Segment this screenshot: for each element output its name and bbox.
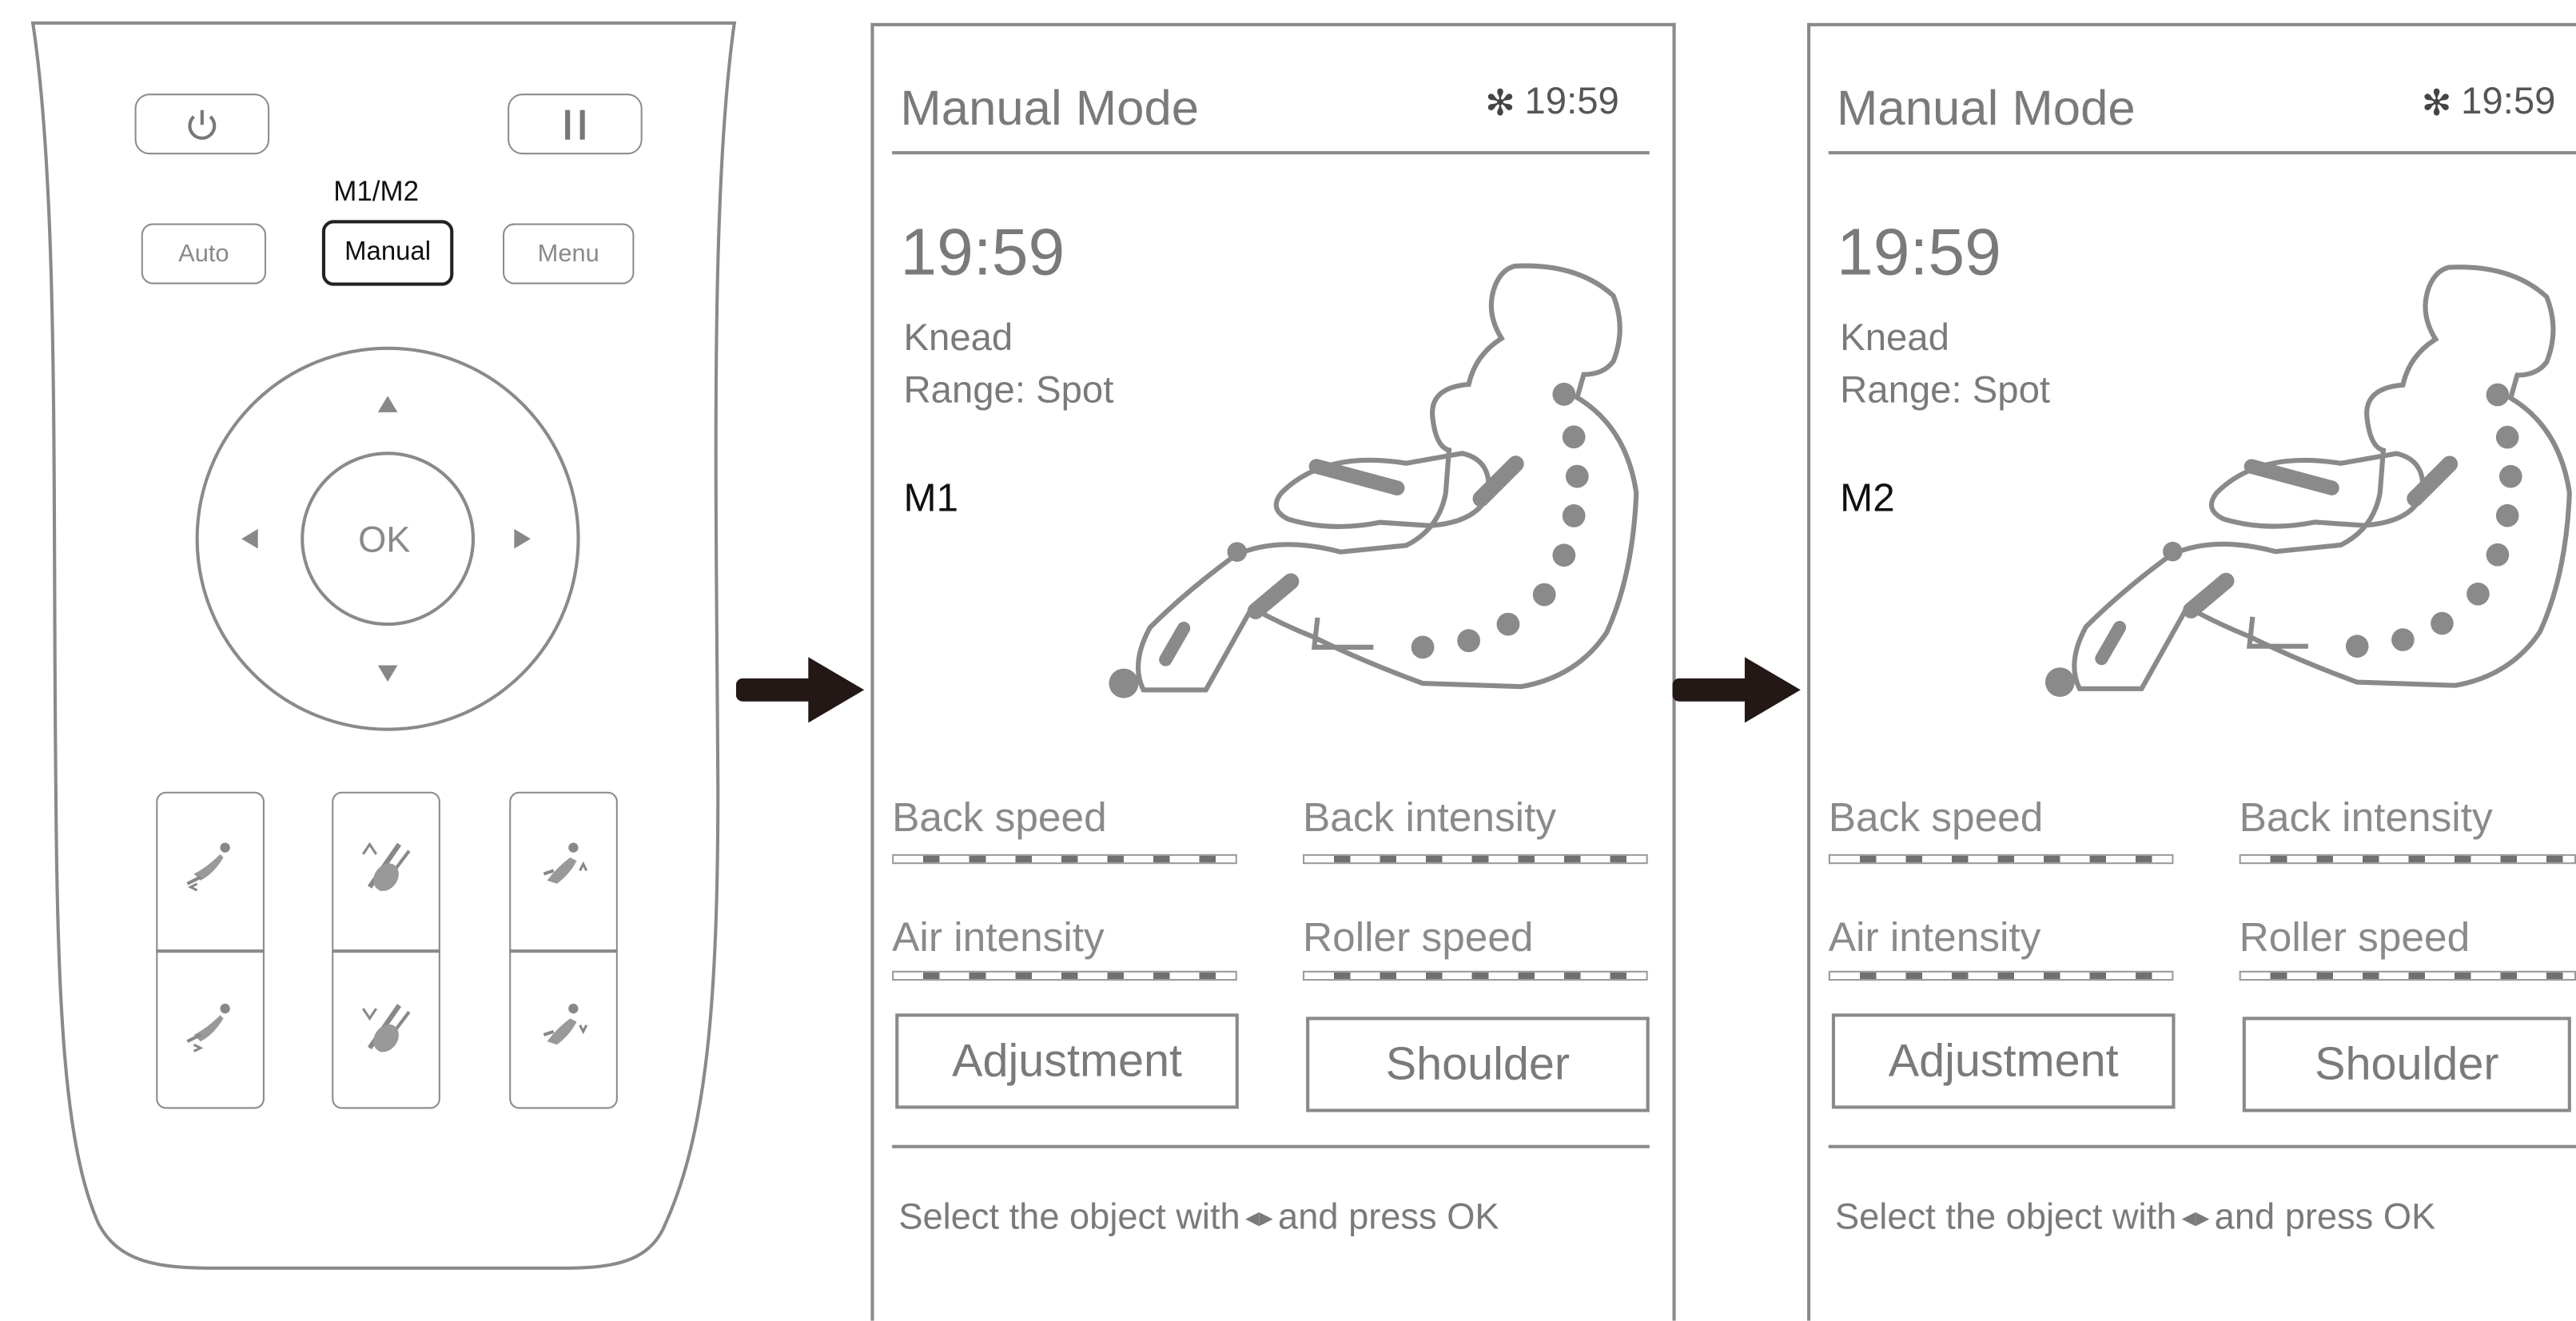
legrest-down-icon[interactable] xyxy=(353,993,419,1061)
divider xyxy=(156,949,265,953)
hint-suffix: and press xyxy=(2214,1196,2374,1237)
hint-ok: OK xyxy=(1447,1196,1499,1237)
air-intensity-bar[interactable] xyxy=(1828,970,2174,981)
remote-body-outline xyxy=(30,21,737,1270)
program-name: Knead xyxy=(903,315,1013,359)
arrow-left-icon[interactable] xyxy=(237,523,263,555)
range-label: Range: Spot xyxy=(903,368,1114,411)
hint-prefix: Select the object with xyxy=(898,1196,1240,1237)
status-time: 19:59 xyxy=(1524,78,1619,122)
dpad xyxy=(195,346,580,731)
hint-text: Select the object with ◀▶ and press OK xyxy=(898,1198,1499,1235)
legrest-up-icon[interactable] xyxy=(353,831,419,900)
air-intensity-label: Air intensity xyxy=(1828,914,2041,961)
bluetooth-icon: ✻ xyxy=(2421,82,2452,124)
arrow-right-icon[interactable] xyxy=(509,523,536,555)
program-name: Knead xyxy=(1840,315,1949,359)
bluetooth-icon: ✻ xyxy=(1485,82,1516,124)
shoulder-button[interactable]: Shoulder xyxy=(2242,1017,2571,1112)
memory-label: M2 xyxy=(1840,476,1895,521)
timer: 19:59 xyxy=(900,217,1065,289)
divider xyxy=(509,949,618,953)
arrow-up-icon[interactable] xyxy=(372,391,404,417)
body-figure-image xyxy=(2044,265,2572,698)
adjustment-button[interactable]: Adjustment xyxy=(1831,1013,2176,1109)
divider xyxy=(332,949,440,953)
air-intensity-label: Air intensity xyxy=(892,914,1105,961)
menu-button[interactable]: Menu xyxy=(502,223,635,284)
adjustment-button[interactable]: Adjustment xyxy=(895,1013,1239,1109)
memory-label: M1 xyxy=(903,476,959,521)
m1m2-label: M1/M2 xyxy=(333,175,420,207)
power-button[interactable] xyxy=(134,94,270,155)
arrow-right-icon xyxy=(1672,657,1801,723)
timer: 19:59 xyxy=(1837,217,2001,289)
left-right-icon: ◀▶ xyxy=(1240,1208,1279,1229)
back-intensity-bar[interactable] xyxy=(2239,853,2576,865)
recline-forward-icon[interactable] xyxy=(181,999,240,1058)
zero-gravity-up-icon[interactable] xyxy=(534,838,593,897)
power-icon xyxy=(188,109,217,139)
screen-title: Manual Mode xyxy=(1837,82,2136,137)
back-speed-bar[interactable] xyxy=(892,853,1237,865)
hint-suffix: and press xyxy=(1278,1196,1437,1237)
hint-ok: OK xyxy=(2383,1196,2436,1237)
arrow-down-icon[interactable] xyxy=(372,660,404,686)
remote-control: M1/M2 Auto Manual Menu OK xyxy=(0,0,772,1288)
title-divider xyxy=(892,151,1650,155)
screen-title: Manual Mode xyxy=(900,82,1200,137)
footer-divider xyxy=(1828,1144,2576,1148)
back-speed-label: Back speed xyxy=(892,794,1107,842)
range-label: Range: Spot xyxy=(1840,368,2051,411)
body-figure-image xyxy=(1109,263,1639,698)
back-intensity-label: Back intensity xyxy=(1303,794,1557,842)
screen-panel-1 xyxy=(870,22,1676,1321)
back-speed-label: Back speed xyxy=(1828,794,2044,842)
title-divider xyxy=(1828,151,2576,155)
shoulder-button[interactable]: Shoulder xyxy=(1306,1017,1650,1112)
status-time: 19:59 xyxy=(2461,78,2556,122)
back-intensity-bar[interactable] xyxy=(1303,853,1648,865)
recline-back-icon[interactable] xyxy=(181,838,240,897)
air-intensity-bar[interactable] xyxy=(892,970,1237,981)
zero-gravity-down-icon[interactable] xyxy=(534,999,593,1058)
back-intensity-label: Back intensity xyxy=(2239,794,2493,842)
screen-panel-2 xyxy=(1807,22,2576,1321)
manual-button[interactable]: Manual xyxy=(321,220,454,286)
arrow-right-icon xyxy=(735,657,865,723)
footer-divider xyxy=(892,1144,1650,1148)
hint-text: Select the object with ◀▶ and press OK xyxy=(1835,1198,2435,1235)
pause-icon xyxy=(565,109,585,139)
roller-speed-label: Roller speed xyxy=(1303,914,1534,961)
ok-button[interactable]: OK xyxy=(358,519,411,560)
back-speed-bar[interactable] xyxy=(1828,853,2174,865)
auto-button[interactable]: Auto xyxy=(141,223,266,284)
pause-button[interactable] xyxy=(508,94,643,155)
left-right-icon: ◀▶ xyxy=(2176,1208,2215,1229)
roller-speed-label: Roller speed xyxy=(2239,914,2470,961)
roller-speed-bar[interactable] xyxy=(1303,970,1648,981)
roller-speed-bar[interactable] xyxy=(2239,970,2576,981)
hint-prefix: Select the object with xyxy=(1834,1196,2177,1237)
